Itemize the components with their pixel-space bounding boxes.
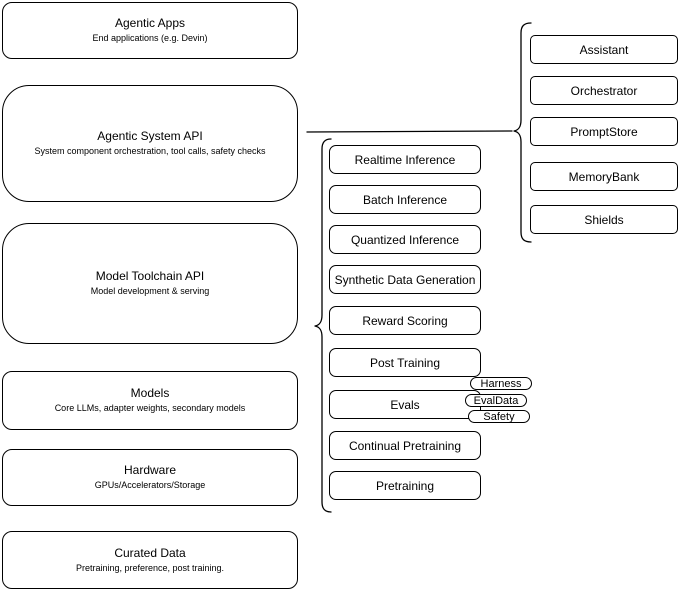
- box-synthetic-data-generation: Synthetic Data Generation: [329, 265, 481, 294]
- box-quantized-inference: Quantized Inference: [329, 225, 481, 254]
- box-assistant-label: Assistant: [579, 42, 629, 57]
- pill-safety-label: Safety: [483, 410, 515, 423]
- box-promptstore: PromptStore: [530, 117, 678, 146]
- box-realtime-inference: Realtime Inference: [329, 145, 481, 174]
- pill-harness-label: Harness: [480, 377, 522, 390]
- connector-line-system-api: [306, 130, 513, 133]
- box-hardware-title: Hardware: [123, 463, 177, 477]
- box-agentic-system-api-subtitle: System component orchestration, tool cal…: [34, 146, 266, 156]
- box-quantized-inference-label: Quantized Inference: [350, 232, 460, 247]
- box-promptstore-label: PromptStore: [570, 124, 638, 139]
- box-reward-scoring-label: Reward Scoring: [362, 313, 448, 328]
- pill-evaldata: EvalData: [465, 394, 527, 407]
- brace-system-components: [513, 22, 532, 243]
- box-models-subtitle: Core LLMs, adapter weights, secondary mo…: [54, 403, 246, 413]
- box-hardware: Hardware GPUs/Accelerators/Storage: [2, 449, 298, 506]
- box-model-toolchain-api-title: Model Toolchain API: [95, 269, 205, 283]
- box-models-title: Models: [130, 386, 170, 400]
- box-continual-pretraining-label: Continual Pretraining: [348, 438, 462, 453]
- box-batch-inference-label: Batch Inference: [362, 192, 448, 207]
- box-continual-pretraining: Continual Pretraining: [329, 431, 481, 460]
- box-agentic-apps-title: Agentic Apps: [114, 16, 186, 30]
- box-synthetic-data-generation-label: Synthetic Data Generation: [334, 272, 476, 287]
- box-shields-label: Shields: [584, 212, 624, 227]
- box-model-toolchain-api-subtitle: Model development & serving: [90, 286, 210, 296]
- box-hardware-subtitle: GPUs/Accelerators/Storage: [94, 480, 206, 490]
- box-evals-label: Evals: [390, 397, 420, 412]
- box-models: Models Core LLMs, adapter weights, secon…: [2, 371, 298, 430]
- pill-safety: Safety: [468, 410, 530, 423]
- box-pretraining-label: Pretraining: [375, 478, 435, 493]
- box-reward-scoring: Reward Scoring: [329, 306, 481, 335]
- box-realtime-inference-label: Realtime Inference: [354, 152, 456, 167]
- box-curated-data-subtitle: Pretraining, preference, post training.: [75, 562, 225, 573]
- box-pretraining: Pretraining: [329, 471, 481, 500]
- box-orchestrator: Orchestrator: [530, 76, 678, 105]
- pill-harness: Harness: [470, 377, 532, 390]
- box-agentic-apps-subtitle: End applications (e.g. Devin): [92, 33, 208, 43]
- box-assistant: Assistant: [530, 35, 678, 64]
- box-evals: Evals: [329, 390, 481, 419]
- box-agentic-system-api: Agentic System API System component orch…: [2, 85, 298, 202]
- box-batch-inference: Batch Inference: [329, 185, 481, 214]
- box-model-toolchain-api: Model Toolchain API Model development & …: [2, 223, 298, 344]
- box-agentic-system-api-title: Agentic System API: [97, 129, 203, 143]
- box-memorybank-label: MemoryBank: [568, 169, 640, 184]
- box-curated-data-title: Curated Data: [114, 545, 186, 560]
- pill-evaldata-label: EvalData: [473, 394, 519, 407]
- box-agentic-apps: Agentic Apps End applications (e.g. Devi…: [2, 2, 298, 59]
- box-curated-data: Curated Data Pretraining, preference, po…: [2, 531, 298, 589]
- box-post-training-label: Post Training: [369, 355, 441, 370]
- box-post-training: Post Training: [329, 348, 481, 377]
- box-memorybank: MemoryBank: [530, 162, 678, 191]
- box-orchestrator-label: Orchestrator: [570, 83, 638, 98]
- box-shields: Shields: [530, 205, 678, 234]
- brace-toolchain: [314, 138, 332, 513]
